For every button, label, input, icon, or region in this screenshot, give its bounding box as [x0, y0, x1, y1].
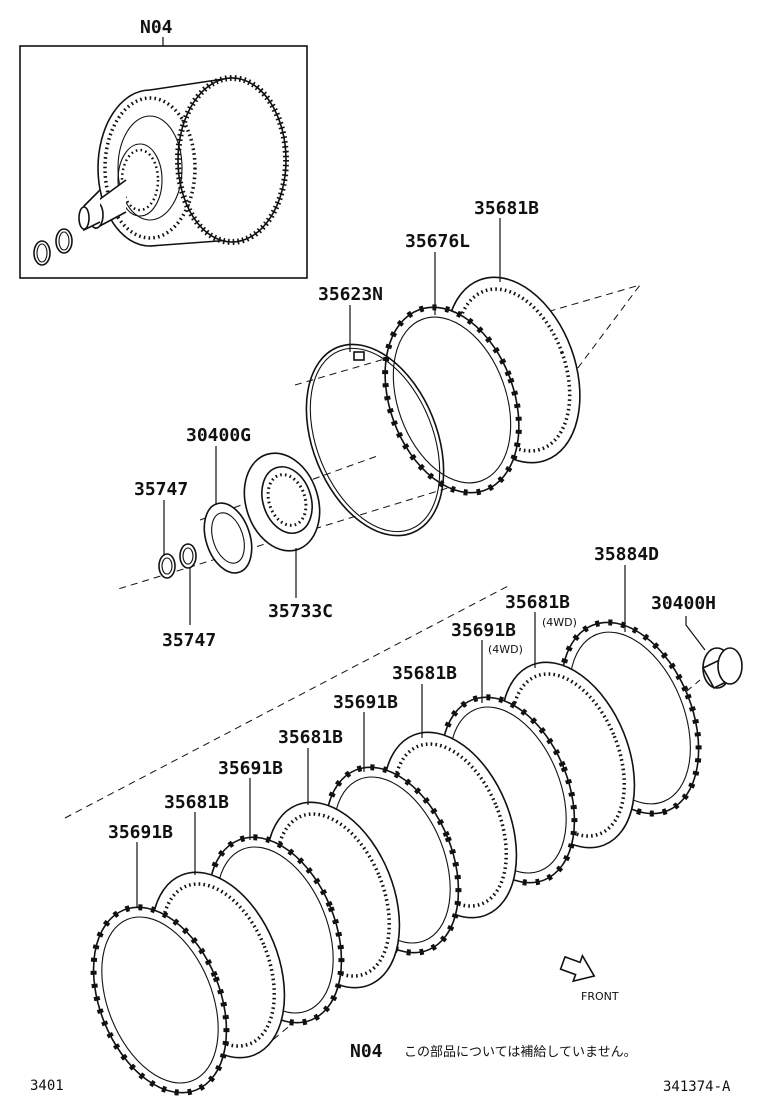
qualifier-4wd-a: (4WD)	[542, 616, 577, 629]
inset-n04: N04	[19, 17, 308, 279]
inset-snap-rings	[33, 228, 73, 266]
snap-ring-35623n: 35623N	[305, 284, 445, 537]
label-35623n: 35623N	[318, 284, 383, 305]
washer-30400g: 30400G	[186, 425, 253, 574]
front-arrow-icon	[559, 953, 596, 983]
inset-label: N04	[140, 17, 173, 38]
footer-left: 3401	[30, 1078, 64, 1094]
label-35884d: 35884D	[594, 544, 659, 565]
label-35681b-top: 35681B	[474, 198, 539, 219]
planetary-gear-drum	[78, 75, 289, 247]
note-code: N04	[350, 1041, 383, 1062]
label-35681b-1: 35681B	[164, 792, 229, 813]
label-35676l: 35676L	[405, 231, 470, 252]
footer-right: 341374-A	[663, 1079, 731, 1095]
seal-rings-35747: 35747 35747	[134, 479, 216, 651]
front-label: FRONT	[581, 990, 619, 1003]
label-35691b-1: 35691B	[108, 822, 173, 843]
label-30400g: 30400G	[186, 425, 251, 446]
label-30400h: 30400H	[651, 593, 716, 614]
flange-35676l: 35676L	[382, 231, 522, 496]
label-35691b-4wd: 35691B	[451, 620, 516, 641]
label-35681b-3: 35681B	[392, 663, 457, 684]
label-35681b-2: 35681B	[278, 727, 343, 748]
note-text: この部品については補給していません。	[404, 1045, 637, 1060]
label-35691b-3: 35691B	[333, 692, 398, 713]
bearing-30400h: 30400H	[651, 593, 743, 690]
label-35681b-4wd: 35681B	[505, 592, 570, 613]
hub-35733c: 35733C	[243, 452, 333, 622]
qualifier-4wd-b: (4WD)	[488, 643, 523, 656]
label-35733c: 35733C	[268, 601, 333, 622]
label-35747-b: 35747	[162, 630, 216, 651]
clutch-plate-35691b-1: 35691B	[90, 822, 230, 1096]
label-35747-a: 35747	[134, 479, 188, 500]
label-35691b-2: 35691B	[218, 758, 283, 779]
